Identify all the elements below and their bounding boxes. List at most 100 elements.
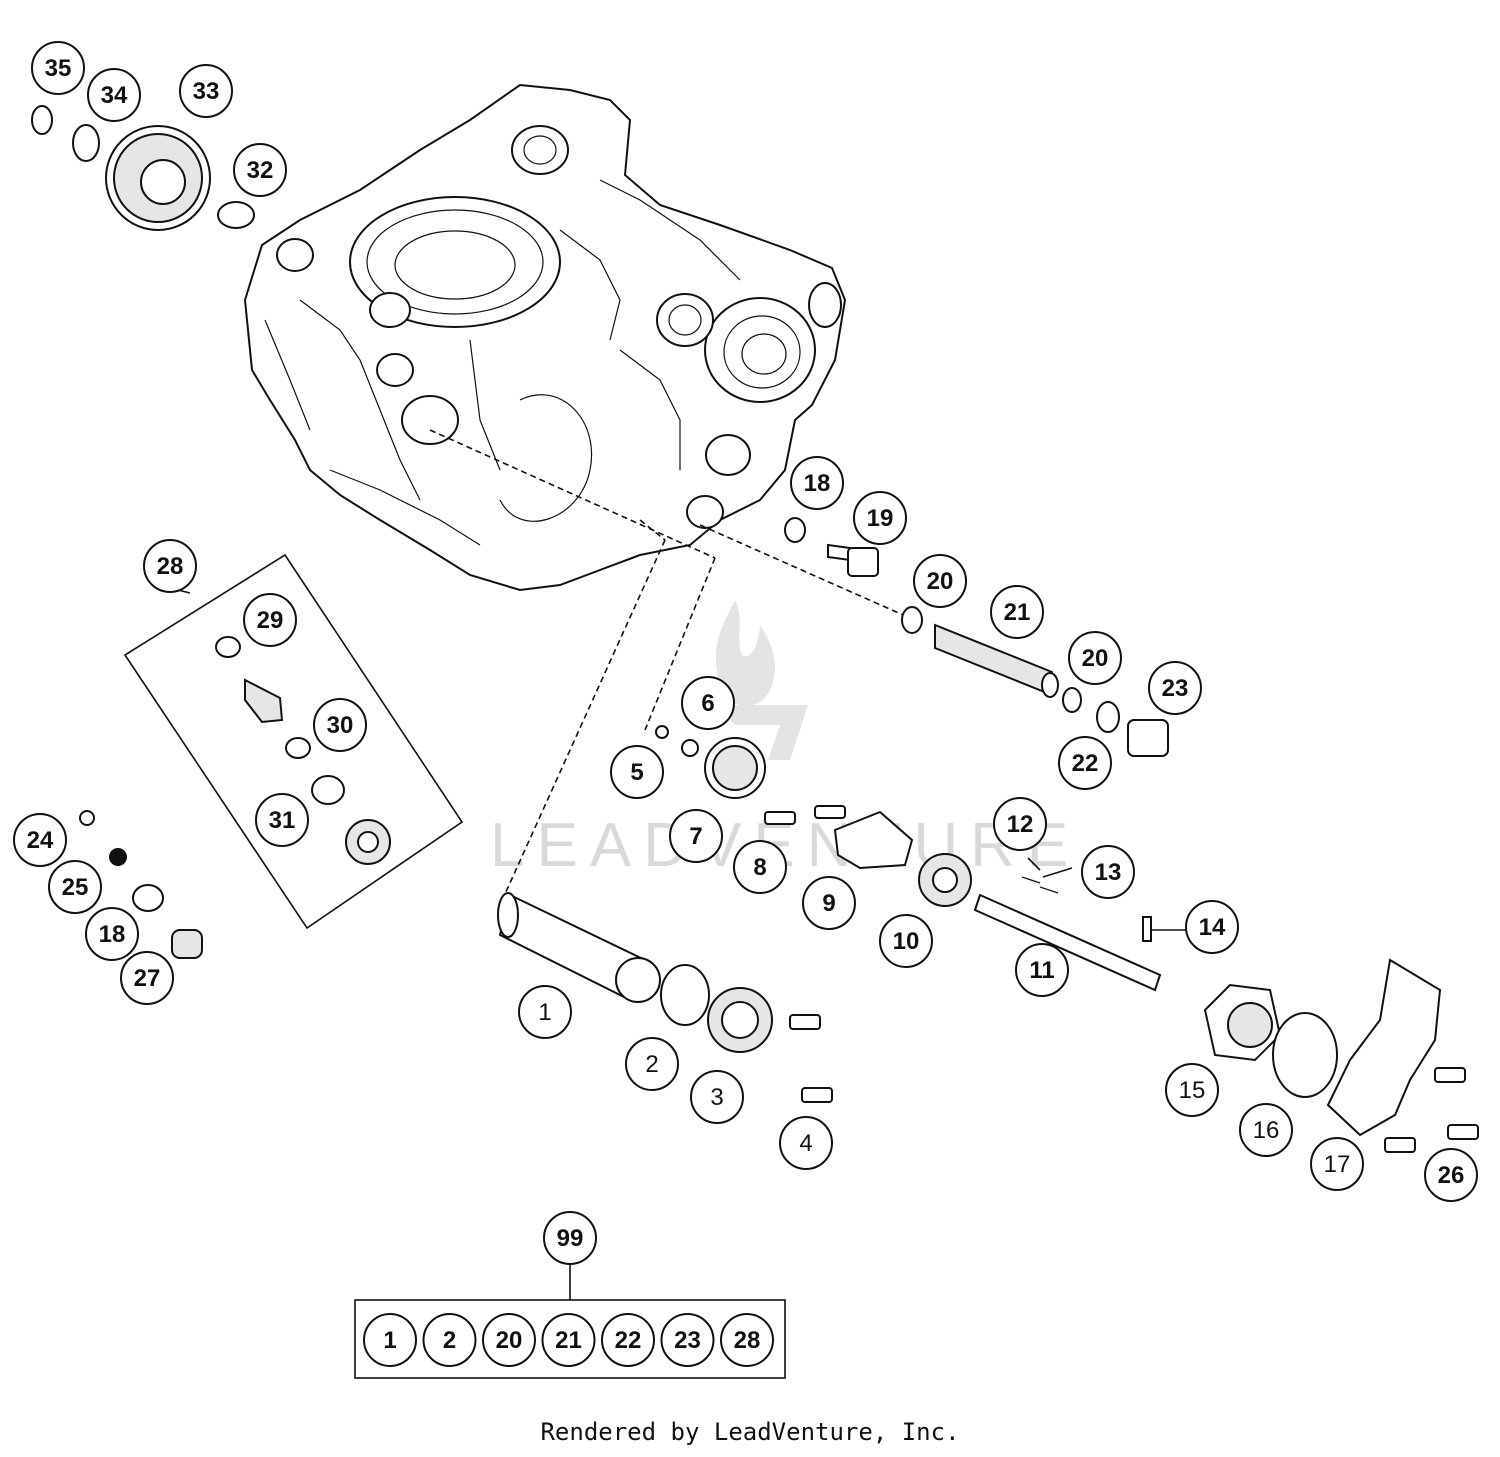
callout-99: 99 [543,1211,597,1265]
callout-number: 23 [1162,675,1189,702]
callout-circle [1148,661,1202,715]
kit-item-number: 23 [674,1327,701,1354]
callout-circle [1424,1148,1478,1202]
callout-number: 15 [1179,1077,1206,1104]
callout-number: 16 [1253,1117,1280,1144]
callout-number: 18 [99,921,126,948]
callout-number: 19 [867,505,894,532]
callout-circle [120,951,174,1005]
kit-99-item-23: 23 [660,1313,715,1367]
callout-circle [233,143,287,197]
callout-circle [85,907,139,961]
callout-25: 25 [48,860,102,914]
callout-number: 10 [893,928,920,955]
callout-number: 8 [753,854,766,881]
callout-number: 12 [1007,811,1034,838]
callout-number: 6 [701,690,714,717]
callout-32: 32 [233,143,287,197]
kit-item-number: 21 [555,1327,582,1354]
callout-number: 18 [804,470,831,497]
footer-credit: Rendered by LeadVenture, Inc. [540,1418,960,1446]
callout-16: 16 [1239,1103,1293,1157]
callout-31: 31 [255,793,309,847]
callout-number: 25 [62,874,89,901]
callout-circle [1058,736,1112,790]
oil-pump-drive-parts [655,725,972,907]
engine-crankcase [243,83,847,592]
callout-29: 29 [243,593,297,647]
callout-28: 28 [143,539,197,593]
callout-19: 19 [853,491,907,545]
callout-circle [990,585,1044,639]
callout-circle [669,809,723,863]
watermark: LEADVENTURE [490,600,1068,880]
callout-circle [879,914,933,968]
callout-number: 99 [557,1225,584,1252]
kit-99-item-1: 1 [363,1313,417,1367]
callout-14: 14 [1185,900,1239,954]
callout-21: 21 [990,585,1044,639]
callout-number: 31 [269,807,296,834]
kit-item-number: 22 [615,1327,642,1354]
oil-filter-parts [497,892,833,1103]
kit-item-number: 28 [734,1327,761,1354]
kit-item-number: 1 [383,1327,396,1354]
shaft-parts-right [784,517,1169,757]
kit-item-circle [363,1313,417,1367]
kit-28-box [123,553,464,930]
callout-6: 6 [681,676,735,730]
callout-circle [179,64,233,118]
callout-1: 1 [518,985,572,1039]
callout-circle [913,554,967,608]
callout-circle [31,41,85,95]
callout-8: 8 [733,840,787,894]
callout-5: 5 [610,745,664,799]
callout-number: 17 [1324,1151,1351,1178]
callout-number: 1 [538,999,551,1026]
callout-circle [790,456,844,510]
assembly-lines [429,429,911,906]
callout-13: 13 [1081,845,1135,899]
callout-circle [543,1211,597,1265]
callout-20: 20 [1068,631,1122,685]
callout-circle [1310,1137,1364,1191]
callout-circle [625,1037,679,1091]
callout-circle [1081,845,1135,899]
small-parts-left [79,810,203,959]
callout-circle [733,840,787,894]
callout-number: 5 [630,759,643,786]
callout-circle [1239,1103,1293,1157]
kit-99-item-2: 2 [422,1313,477,1367]
callout-circle [610,745,664,799]
callout-26: 26 [1424,1148,1478,1202]
kit-99-box [354,1299,786,1379]
balancer-gear-assembly [31,105,255,231]
callout-circle [681,676,735,730]
callout-number: 28 [157,553,184,580]
kit-item-circle [660,1313,715,1367]
kit-99-item-20: 20 [482,1313,536,1367]
callout-circle [243,593,297,647]
callout-number: 11 [1029,957,1054,984]
callout-circle [143,539,197,593]
callout-2: 2 [625,1037,679,1091]
callout-circle [13,813,67,867]
pump-shaft-parts [973,857,1186,992]
kit-99-item-22: 22 [601,1313,655,1367]
callout-27: 27 [120,951,174,1005]
kit-item-number: 20 [496,1327,523,1354]
callout-18: 18 [790,456,844,510]
callout-circle [87,68,141,122]
callout-number: 20 [1082,645,1109,672]
callout-12: 12 [993,797,1047,851]
callout-3: 3 [690,1070,744,1124]
kit-item-circle [422,1313,477,1367]
callout-24: 24 [13,813,67,867]
callout-circle [313,698,367,752]
callout-number: 14 [1199,914,1226,941]
callout-17: 17 [1310,1137,1364,1191]
callout-circle [48,860,102,914]
callout-circle [1068,631,1122,685]
